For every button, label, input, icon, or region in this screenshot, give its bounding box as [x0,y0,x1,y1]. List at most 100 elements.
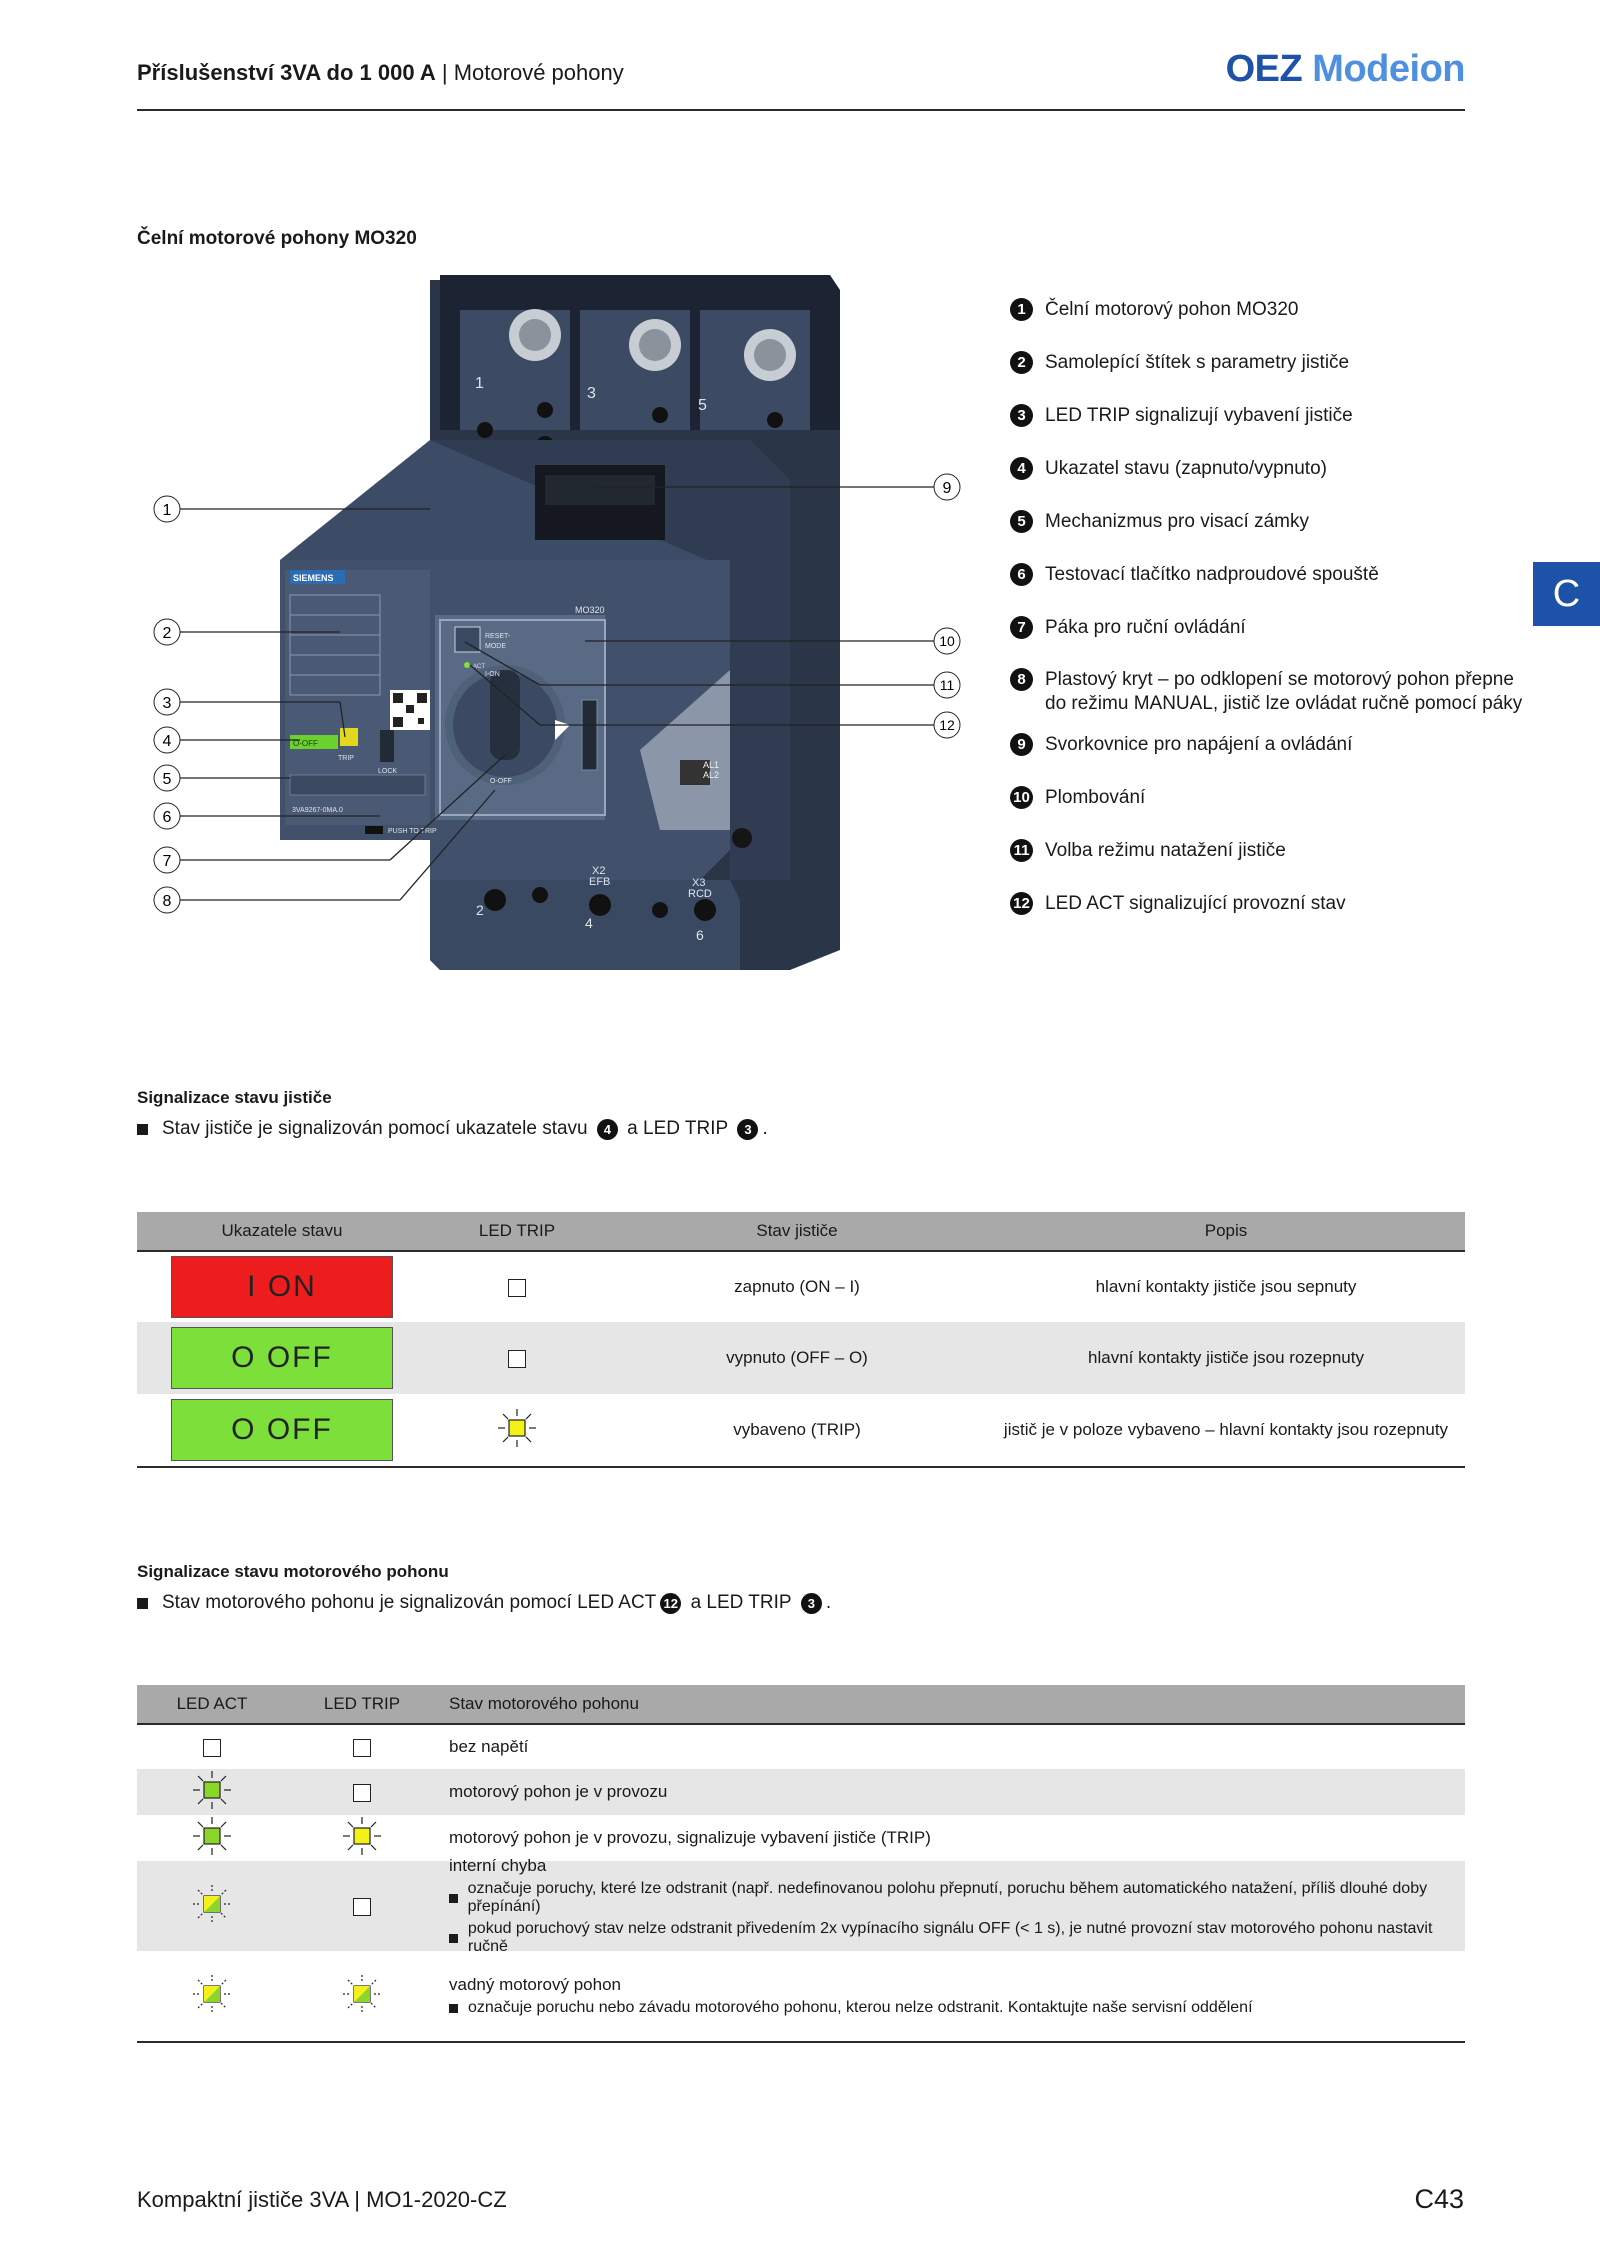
motor-status-rows: bez napětí motorový pohon je v provozu mot… [137,1725,1465,2041]
terminal-bottom-2: 2 [476,902,484,918]
legend-text: Plombování [1045,787,1146,808]
header-title: Příslušenství 3VA do 1 000 A | Motorové … [137,60,624,85]
terminal-bottom-6: 6 [696,927,704,943]
chapter-tab[interactable]: C [1533,562,1600,626]
breaker-status-table: Ukazatele stavu LED TRIP Stav jističe Po… [137,1212,1465,1468]
legend-number: 7 [1010,616,1033,639]
legend-number: 2 [1010,351,1033,374]
led-off-icon [508,1349,526,1368]
legend-number: 8 [1010,668,1033,691]
x3-label: X3 [692,877,705,889]
legend-item: 5 Mechanizmus pro visací zámky [1010,510,1309,534]
x2-label: X2 [592,865,605,877]
legend-text: Čelní motorový pohon MO320 [1045,299,1299,320]
section-title: Čelní motorové pohony MO320 [137,228,417,249]
legend-number: 6 [1010,563,1033,586]
sub-bullet: pokud poruchový stav nelze odstranit při… [449,1920,1465,1956]
table-row: motorový pohon je v provozu [137,1769,1465,1815]
legend-text: Samolepící štítek s parametry jističe [1045,352,1350,373]
efb-label: EFB [589,876,610,888]
status-indicator-on: I ON [171,1256,393,1318]
page-number: C43 [1414,2184,1464,2214]
table-row: interní chyba označuje poruchy, které lze… [137,1856,1465,1955]
led-off-icon [353,1738,371,1757]
legend-text: Páka pro ruční ovládání [1045,617,1246,638]
table-header: LED ACT LED TRIP Stav motorového pohonu [137,1685,1465,1725]
legend-number: 1 [1010,298,1033,321]
device-illustration: 1 3 5 SIEMENS O-OFF TRIP LOCK 3VA9267-0M… [153,275,961,970]
breaker-status-heading: Signalizace stavu jističe [137,1088,332,1107]
motor-state-text: motorový pohon je v provozu, signalizuje… [449,1828,931,1847]
act-label: ACT [473,664,485,670]
led-blinking-icon [343,1974,381,2013]
breaker-status-bullet: Stav jističe je signalizován pomocí ukaz… [137,1118,768,1140]
motor-status-bullet: Stav motorového pohonu je signalizován p… [137,1592,831,1614]
footer-publication: Kompaktní jističe 3VA | MO1-2020-CZ [137,2187,507,2212]
terminal-top-5: 5 [698,397,707,414]
table-row: motorový pohon je v provozu, signalizuje… [137,1815,1465,1861]
legend-text: LED TRIP signalizují vybavení jističe [1045,405,1353,426]
legend-number: 3 [1010,404,1033,427]
led-off-icon [353,1783,371,1802]
terminal-top-3: 3 [587,385,596,402]
led-off-icon [508,1278,526,1297]
al1-label: AL1 [703,760,719,770]
motor-status-heading: Signalizace stavu motorového pohonu [137,1562,449,1581]
table-row: I ON zapnuto (ON – I) hlavní kontakty ji… [137,1252,1465,1322]
terminal-bottom-4: 4 [585,915,593,931]
lock-label: LOCK [378,768,397,775]
legend-text: Mechanizmus pro visací zámky [1045,511,1309,532]
reset-label: RESET- [485,633,511,640]
legend-text: Ukazatel stavu (zapnuto/vypnuto) [1045,458,1327,479]
push-to-trip-label: PUSH TO TRIP [388,828,437,835]
motor-state-text: vadný motorový pohon [449,1975,621,1994]
status-indicator-off: O OFF [171,1327,393,1389]
callout-5: 5 [163,771,172,788]
legend-item: 1 Čelní motorový pohon MO320 [1010,298,1298,322]
motor-state-text: interní chyba [449,1856,547,1875]
on-label: I-ON [485,671,500,678]
trip-label: TRIP [338,755,354,762]
legend-item: 2 Samolepící štítek s parametry jističe [1010,351,1349,375]
table-row: bez napětí [137,1725,1465,1769]
rcd-label: RCD [688,888,712,900]
callout-12: 12 [939,717,955,733]
led-yellow-lit-icon [498,1408,536,1447]
callout-9: 9 [943,480,952,497]
legend-number: 10 [1010,786,1033,809]
callout-11: 11 [940,677,955,693]
callout-8: 8 [163,893,172,910]
legend-number: 9 [1010,733,1033,756]
led-blinking-icon [193,1974,231,2013]
sub-bullet: označuje poruchy, které lze odstranit (n… [449,1880,1465,1916]
callout-4: 4 [163,733,172,750]
bullet-square [137,1123,148,1135]
bullet-square [137,1597,148,1609]
legend-number: 5 [1010,510,1033,533]
ref-num-3: 3 [800,1592,822,1614]
legend-text: Plastový kryt – po odklopení se motorový… [1045,669,1523,714]
legend-text: Volba režimu natažení jističe [1045,840,1286,861]
order-number: 3VA9267-0MA.0 [292,807,343,814]
motor-state-text: motorový pohon je v provozu [449,1782,668,1801]
brand-siemens: SIEMENS [293,573,334,583]
model-label: MO320 [575,605,605,615]
al2-label: AL2 [703,770,719,780]
legend-number: 4 [1010,457,1033,480]
callout-6: 6 [163,809,172,826]
off-label: O-OFF [490,778,512,785]
legend-item: 8 Plastový kryt – po odklopení se motorov… [1010,668,1522,716]
table-header: Ukazatele stavu LED TRIP Stav jističe Po… [137,1212,1465,1252]
strip-label: O-OFF [293,739,318,748]
legend-text: Svorkovnice pro napájení a ovládání [1045,734,1353,755]
callout-7: 7 [163,853,172,870]
led-off-icon [203,1738,221,1757]
callout-1: 1 [163,502,172,519]
legend-text: LED ACT signalizující provozní stav [1045,893,1346,914]
legend-item: 9 Svorkovnice pro napájení a ovládání [1010,733,1352,757]
table-row: O OFF vybaveno (TRIP) jistič je v poloze… [137,1394,1465,1466]
table-row: O OFF vypnuto (OFF – O) hlavní kontakty … [137,1322,1465,1394]
